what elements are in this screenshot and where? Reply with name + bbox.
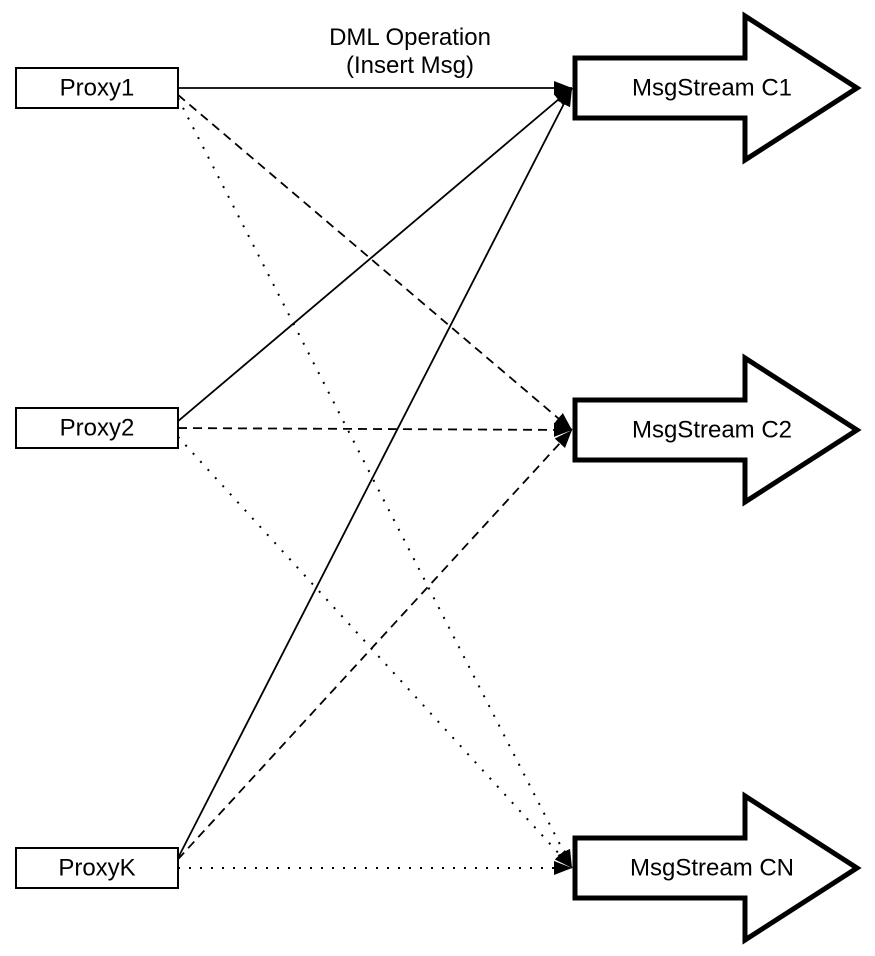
edge-proxy2-c1-solid — [177, 87, 573, 422]
edge-proxy1-c2-dashed — [177, 94, 573, 431]
diagram-title-line2: (Insert Msg) — [346, 52, 474, 79]
stream-arrow-shape — [572, 353, 862, 507]
proxy-box — [15, 67, 179, 109]
stream-label: MsgStream C2 — [632, 417, 792, 444]
edge-proxy2-cn-dotted — [177, 436, 573, 869]
edge-proxyK-c2-dashed — [177, 429, 573, 860]
edge-proxy2-c2-dashed — [177, 422, 573, 437]
edge-proxyK-c1-solid — [177, 87, 573, 859]
stream-arrow-shape — [572, 791, 862, 945]
stream-node-c2: MsgStream C2 — [572, 353, 862, 507]
stream-arrow-shape — [572, 11, 862, 165]
proxy-box — [15, 407, 179, 449]
stream-node-cn: MsgStream CN — [572, 791, 862, 945]
stream-label: MsgStream CN — [630, 855, 794, 882]
proxy-label: ProxyK — [58, 855, 135, 882]
diagram-title-line1: DML Operation — [329, 24, 491, 51]
proxy-node-proxy2: Proxy2 — [15, 407, 179, 449]
stream-node-c1: MsgStream C1 — [572, 11, 862, 165]
proxy-node-proxyK: ProxyK — [15, 847, 179, 889]
stream-nodes-layer: MsgStream C1 MsgStream C2 MsgStream CN — [572, 11, 862, 945]
stream-label: MsgStream C1 — [632, 75, 792, 102]
edges-layer — [177, 81, 573, 875]
proxy-node-proxy1: Proxy1 — [15, 67, 179, 109]
proxy-label: Proxy2 — [60, 415, 135, 442]
proxy-label: Proxy1 — [60, 75, 135, 102]
edge-proxy1-cn-dotted — [177, 97, 573, 869]
